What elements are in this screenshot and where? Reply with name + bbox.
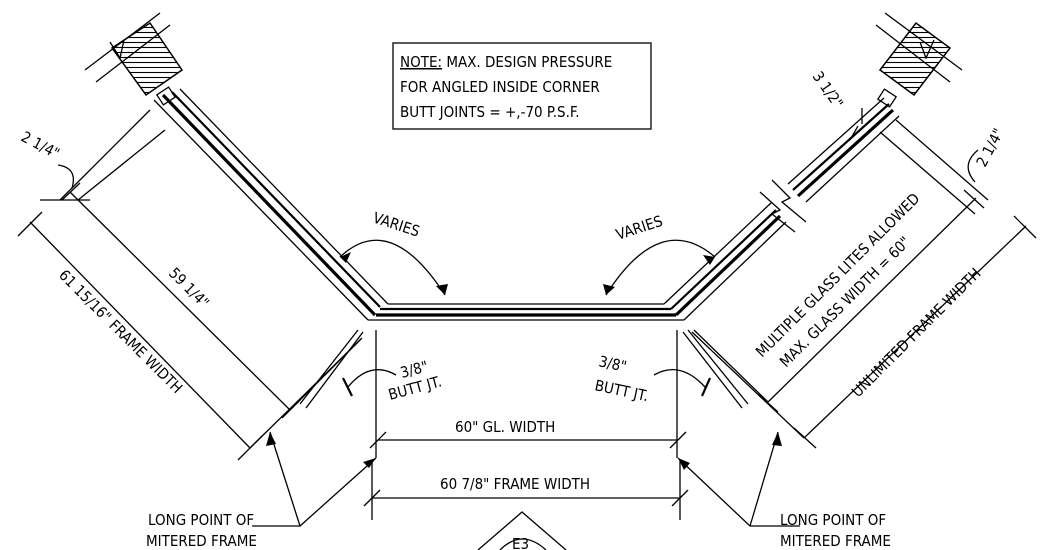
left-frame-dim: 61 15/16" FRAME WIDTH [55, 266, 186, 397]
right-callout-line2: MITERED FRAME [780, 532, 891, 550]
center-frame-dim: 60 7/8" FRAME WIDTH [440, 475, 590, 493]
left-offset-dim: 2 1/4" [18, 128, 62, 163]
note-line1: MAX. DESIGN PRESSURE [442, 53, 612, 71]
left-wall-jamb [84, 12, 184, 106]
left-butt-joint: 3/8" BUTT JT. [299, 329, 444, 458]
section-tag-label: E3 [512, 535, 529, 550]
right-butt-joint: 3/8" BUTT JT. [593, 329, 749, 458]
left-glass-dim: 59 1/4" [165, 264, 213, 312]
left-callout-line1: LONG POINT OF [148, 511, 254, 529]
note-heading: NOTE: [400, 53, 442, 71]
right-angle-label: VARIES [614, 212, 665, 244]
center-frame [368, 303, 684, 321]
center-glass-dim: 60" GL. WIDTH [455, 418, 555, 436]
note-line2: FOR ANGLED INSIDE CORNER [400, 78, 600, 96]
right-wall-jamb [875, 12, 963, 108]
section-tag: E3 [477, 511, 567, 550]
center-dimensions: 60" GL. WIDTH 60 7/8" FRAME WIDTH [363, 418, 689, 520]
note-box [392, 42, 652, 130]
design-pressure-note: NOTE: MAX. DESIGN PRESSURE FOR ANGLED IN… [392, 42, 652, 130]
right-offset-top-dim: 3 1/2" [809, 68, 847, 112]
left-callout-line2: MITERED FRAME [146, 532, 257, 550]
right-callout-line1: LONG POINT OF [780, 511, 886, 529]
right-angled-frame [663, 97, 900, 321]
left-angled-frame [153, 88, 389, 321]
note-line3: BUTT JOINTS = +,-70 P.S.F. [400, 103, 580, 121]
right-long-point-callout: LONG POINT OF MITERED FRAME [677, 431, 891, 550]
right-joint-line1: 3/8" [597, 352, 628, 375]
left-long-point-callout: LONG POINT OF MITERED FRAME [146, 431, 377, 550]
svg-text:NOTE: MAX. DESIGN PRESSURE: NOTE: MAX. DESIGN PRESSURE [400, 53, 612, 71]
left-angle-label: VARIES [371, 209, 422, 241]
right-offset-dim: 2 1/4" [973, 125, 1008, 169]
right-joint-line2: BUTT JT. [593, 376, 650, 405]
left-dimensions: 2 1/4" 59 1/4" 61 15/16" FRAME WIDTH [17, 109, 363, 461]
